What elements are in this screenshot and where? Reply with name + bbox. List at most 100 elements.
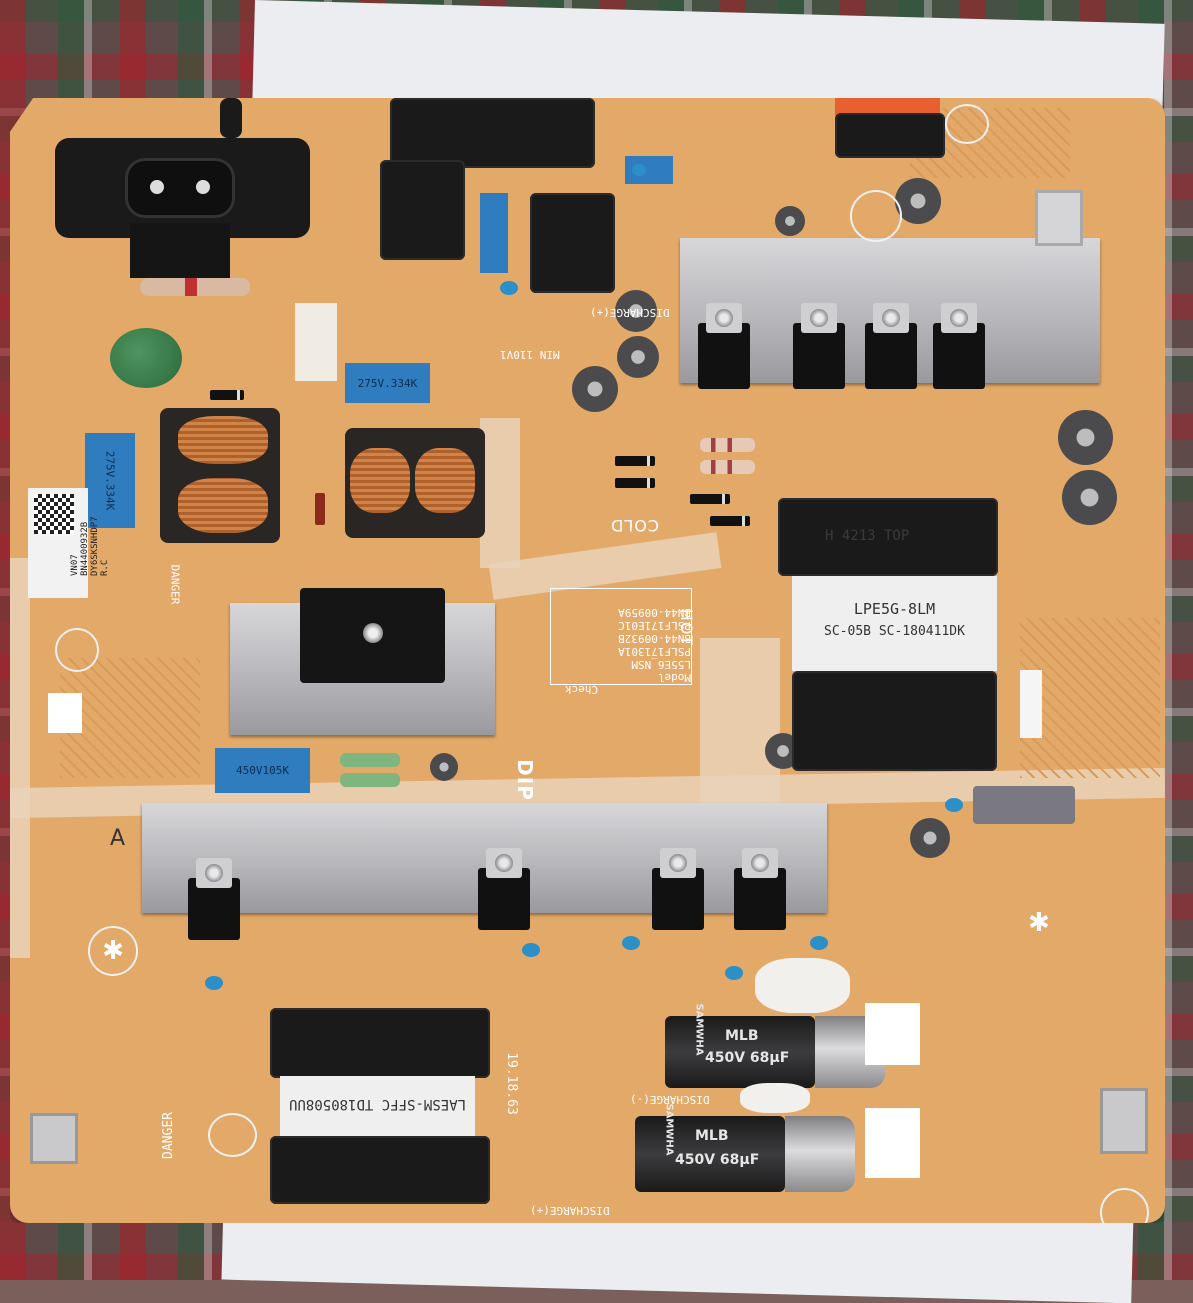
transistor: [478, 848, 530, 930]
mounting-clip: [30, 1113, 78, 1164]
electrolytic-capacitor: [572, 366, 618, 412]
cap-bottom-rating: 450V 68µF: [675, 1152, 760, 1168]
trace-area: [10, 558, 30, 958]
diode: [710, 516, 750, 526]
transformer-bottom-label-text: LAESM-SFFC TD180508UU: [289, 1096, 467, 1112]
transformer-label-line1: LPE5G-8LM: [853, 600, 936, 618]
ceramic-capacitor: [522, 943, 540, 957]
ground-symbol-icon: [850, 190, 902, 242]
hand-warning-icon: [55, 628, 99, 672]
silkscreen-marking-a: A: [110, 826, 127, 851]
diode: [210, 390, 244, 400]
inductor-green: [340, 773, 400, 787]
film-capacitor-450v: 450V105K: [215, 748, 310, 793]
diode: [315, 493, 325, 525]
electrolytic-capacitor: [775, 206, 805, 236]
ac-inlet-base: [130, 223, 230, 278]
choke-coil: [178, 416, 268, 464]
ceramic-capacitor: [725, 966, 743, 980]
qr-code-icon: [34, 494, 74, 534]
transistor: [865, 303, 917, 389]
x-cap-small-label: 275V.334K: [357, 376, 418, 390]
ceramic-capacitor: [622, 936, 640, 950]
asterisk-icon: ✱: [1028, 908, 1050, 938]
inductor-black: [380, 160, 465, 260]
ceramic-capacitor: [945, 798, 963, 812]
hand-warning-icon: [208, 1113, 257, 1157]
film-capacitor: [480, 193, 508, 273]
white-glue: [740, 1083, 810, 1113]
silkscreen-discharge-bottom: DISCHARGE(+): [530, 1204, 610, 1217]
hand-warning-icon: [945, 104, 989, 144]
transistor: [652, 848, 704, 930]
ceramic-capacitor: [810, 936, 828, 950]
sticker-line2: DY6SKSNHDP7: [90, 516, 100, 576]
silkscreen-danger-bottom: DANGER: [160, 1112, 176, 1159]
silkscreen-discharge-top: DISCHARGE(+): [590, 306, 670, 319]
silkscreen-discharge-right: DISCHARGE(-): [630, 1093, 710, 1106]
transistor: [734, 848, 786, 930]
transformer-label-line2: SC-05B SC-180411DK: [824, 624, 965, 639]
sticker-line1: BN4400932B: [80, 521, 90, 576]
diode: [690, 494, 730, 504]
model-info-box: Model L55E6_NSM PSLF171301A BN44-00932B …: [550, 588, 692, 685]
mounting-slot: [48, 693, 82, 733]
small-sticker: [1020, 670, 1042, 738]
trace-area: [480, 418, 520, 568]
transformer-bottom-base-bobbin: [270, 1136, 490, 1204]
inductor-green: [340, 753, 400, 767]
choke-coil: [350, 448, 410, 513]
diode: [615, 456, 655, 466]
silkscreen-input-warning: MIN 110V1: [500, 348, 560, 361]
hand-warning-icon: [1100, 1188, 1149, 1223]
cap-top-rating: 450V 68µF: [705, 1050, 790, 1066]
transformer-bottom-bobbin: [792, 671, 997, 771]
transformer-bottom-top-bobbin: [270, 1008, 490, 1078]
electrolytic-capacitor: [617, 336, 659, 378]
bulk-capacitor-top: SAMWHA MLB 450V 68µF: [665, 1003, 885, 1088]
transistor: [793, 303, 845, 389]
hatch-pattern: [1020, 618, 1160, 778]
white-pad: [865, 1003, 920, 1065]
mounting-clip: [1100, 1088, 1148, 1154]
transistor: [188, 858, 240, 940]
check-label: Check: [565, 683, 599, 696]
ceramic-capacitor: [632, 164, 646, 176]
transformer-bottom-label: LAESM-SFFC TD180508UU: [280, 1076, 475, 1138]
sticker-text: VN07 BN4400932B DY6SKSNHDP7 R.C: [70, 516, 110, 576]
mounting-clip: [1035, 190, 1083, 246]
model-line1: L55E6_NSM: [631, 658, 691, 671]
silkscreen-danger-left: DANGER: [168, 564, 182, 605]
screw: [363, 623, 383, 643]
silkscreen-dip: DIP: [512, 759, 537, 801]
board-connector-header[interactable]: [390, 98, 595, 168]
ac-pin: [196, 180, 210, 194]
resistor: [700, 438, 755, 452]
transistor: [933, 303, 985, 389]
ac-pin: [150, 180, 164, 194]
cap-bottom-type: MLB: [695, 1128, 729, 1144]
barcode-sticker: [28, 488, 88, 598]
ceramic-capacitor: [205, 976, 223, 990]
model-line3: BN44-00932B: [618, 632, 691, 645]
output-connector-header[interactable]: [835, 113, 945, 158]
transformer-top-bobbin: [778, 498, 998, 576]
cap-450v-label: 450V105K: [236, 764, 289, 777]
electrolytic-capacitor: [895, 178, 941, 224]
resistor: [700, 460, 755, 474]
ceramic-capacitor: [500, 281, 518, 295]
ac-inlet-clip: [220, 98, 242, 138]
model-line4: PSLF171E01C: [618, 619, 691, 632]
sticker-vn: VN07: [70, 554, 80, 576]
ac-inlet-socket: [125, 158, 235, 218]
transformer-top-marking: H 4213 TOP: [825, 528, 910, 544]
hatch-pattern: [60, 658, 200, 778]
electrolytic-capacitor: [1062, 470, 1117, 525]
ground-symbol-icon: ✱: [88, 926, 138, 976]
cap-top-brand: SAMWHA: [693, 1003, 705, 1056]
x-capacitor-left: 275V.334K: [85, 433, 135, 528]
silkscreen-date-code: 19.18.63: [503, 1052, 519, 1115]
model-line2: PSLF171301A: [618, 645, 691, 658]
silkscreen-cold: COLD: [610, 516, 659, 535]
fuse-band: [185, 278, 197, 296]
